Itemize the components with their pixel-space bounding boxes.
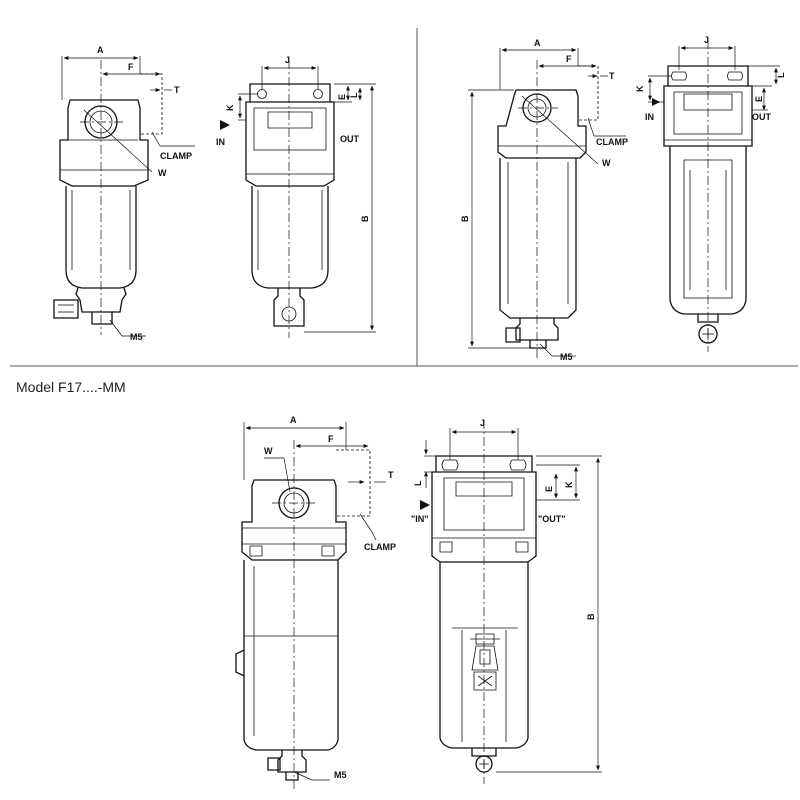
label-J-2: J xyxy=(285,55,290,65)
label-L-6: L xyxy=(413,480,423,486)
label-A-1: A xyxy=(97,45,104,55)
label-F-3: F xyxy=(566,54,572,64)
label-OUT-quoted-6: "OUT" xyxy=(538,514,566,524)
label-L-2: L xyxy=(349,92,359,98)
label-clamp-1: CLAMP xyxy=(160,151,192,161)
label-B-6: B xyxy=(586,613,596,620)
label-J-6: J xyxy=(480,418,485,428)
drawing-top-right-front xyxy=(468,48,626,358)
label-T-1: T xyxy=(174,85,180,95)
label-E-6: E xyxy=(544,486,554,492)
label-IN-quoted-6: "IN" xyxy=(411,514,429,524)
label-K-6: K xyxy=(564,481,574,488)
label-W-3: W xyxy=(602,158,611,168)
label-E-2: E xyxy=(337,94,347,100)
label-M5-1: M5 xyxy=(130,332,143,342)
model-caption: Model F17....-MM xyxy=(16,379,126,395)
label-W-5: W xyxy=(264,446,273,456)
label-T-3: T xyxy=(609,71,615,81)
label-E-4: E xyxy=(754,96,764,102)
drawing-bottom-front xyxy=(235,422,386,790)
label-K-4: K xyxy=(635,85,645,92)
label-F-1: F xyxy=(128,62,134,72)
label-IN-2: IN xyxy=(216,137,225,147)
label-W-1: W xyxy=(158,168,167,178)
label-M5-5: M5 xyxy=(334,770,347,780)
label-A-5: A xyxy=(290,415,297,425)
label-L-4: L xyxy=(776,72,786,78)
drawing-top-left-front xyxy=(53,56,195,337)
drawing-top-left-side xyxy=(220,60,376,338)
drawing-bottom-side xyxy=(420,420,602,784)
label-J-4: J xyxy=(704,35,709,45)
label-IN-4: IN xyxy=(645,112,654,122)
label-A-3: A xyxy=(534,38,541,48)
label-K-2: K xyxy=(225,104,235,111)
label-OUT-2: OUT xyxy=(340,134,360,144)
label-B-2: B xyxy=(360,215,370,222)
label-F-5: F xyxy=(328,434,334,444)
label-clamp-3: CLAMP xyxy=(596,137,628,147)
label-T-5: T xyxy=(388,470,394,480)
label-B-3: B xyxy=(460,215,470,222)
label-OUT-4: OUT xyxy=(752,112,772,122)
drawing-top-right-side xyxy=(648,40,780,352)
label-clamp-5: CLAMP xyxy=(364,542,396,552)
label-M5-3: M5 xyxy=(560,352,573,362)
